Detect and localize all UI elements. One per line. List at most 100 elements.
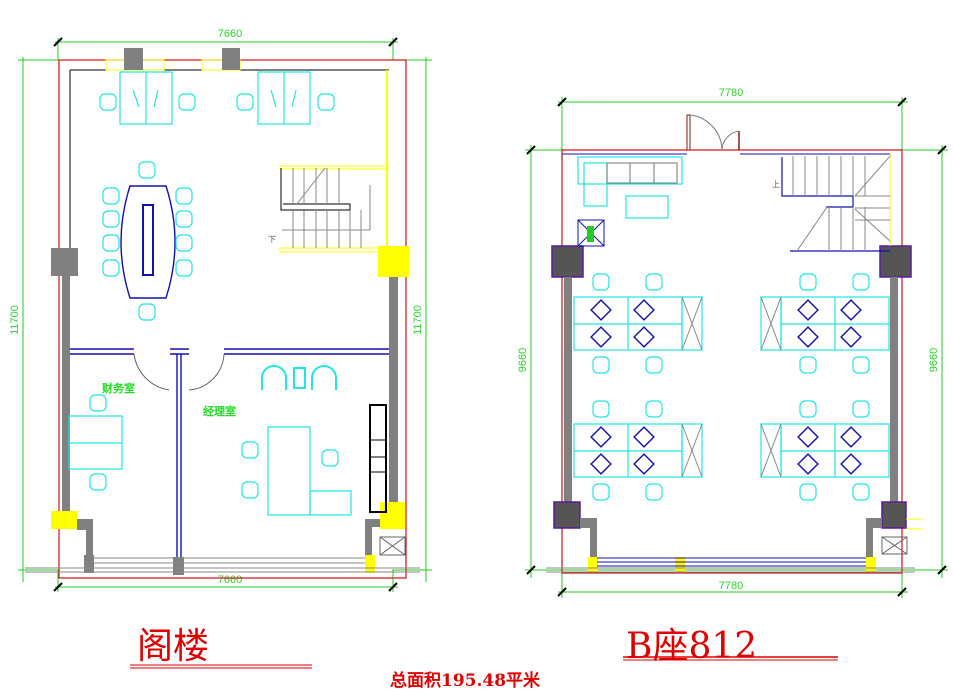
chair-icon: [102, 259, 120, 277]
office-chair-icon: [633, 453, 655, 475]
chair-icon: [138, 303, 156, 321]
office-chair-icon: [797, 453, 819, 475]
water-dispenser: [577, 219, 605, 247]
attic-outline: [58, 59, 407, 579]
chair-icon: [852, 400, 870, 418]
chair-icon: [592, 273, 610, 291]
attic-plan: 7660 7660 11700 11700: [9, 28, 432, 592]
chair-icon: [799, 400, 817, 418]
chair-icon: [592, 356, 610, 374]
attic-title: 阁楼: [137, 626, 209, 667]
column: [222, 48, 240, 70]
column: [124, 48, 143, 70]
file-cabinet: [760, 296, 782, 351]
b812-workstations: [573, 273, 890, 501]
total-area: 总面积195.48平米: [390, 670, 541, 691]
chair-icon: [241, 441, 259, 459]
workstation-cluster: [760, 400, 890, 501]
chair-icon: [102, 187, 120, 205]
column: [51, 511, 77, 529]
stair-label-up: 上: [772, 180, 780, 189]
office-chair-icon: [590, 426, 612, 448]
chair-icon: [799, 356, 817, 374]
chair-icon: [175, 210, 193, 228]
b812-dim-top: 7780: [719, 87, 743, 99]
office-chair-icon: [797, 299, 819, 321]
chair-icon: [645, 400, 663, 418]
b812-plan: 7780 7780 9660 9660: [517, 87, 948, 598]
wall-right: [890, 277, 898, 502]
chair-icon: [321, 449, 339, 467]
stair-label-down: 下: [268, 235, 276, 244]
chair-icon: [138, 161, 156, 179]
b812-outline: [561, 149, 903, 574]
chair-icon: [99, 93, 117, 111]
office-chair-icon: [840, 453, 862, 475]
column: [881, 501, 907, 529]
b812-dim-right: 9660: [928, 348, 940, 372]
chair-icon: [89, 473, 107, 491]
chair-icon: [89, 394, 107, 412]
wall-left: [62, 276, 70, 516]
room-label-finance: 财务室: [101, 381, 135, 395]
chair-icon: [178, 93, 196, 111]
office-chair-icon: [797, 326, 819, 348]
chair-icon: [175, 187, 193, 205]
column: [551, 245, 584, 278]
b812-dim-left: 9660: [517, 348, 529, 372]
office-chair-icon: [797, 426, 819, 448]
chair-icon: [799, 273, 817, 291]
column: [380, 502, 405, 529]
chair-icon: [317, 93, 335, 111]
office-chair-icon: [590, 453, 612, 475]
b812-lounge: [577, 156, 683, 247]
column: [51, 248, 78, 276]
chair-icon: [852, 273, 870, 291]
workstation-cluster: [760, 273, 890, 374]
chair-icon: [645, 273, 663, 291]
wall-right: [389, 277, 398, 502]
file-cabinet: [760, 423, 782, 478]
office-chair-icon: [840, 299, 862, 321]
chair-icon: [645, 356, 663, 374]
file-cabinet: [681, 296, 703, 351]
room-label-manager: 经理室: [203, 404, 236, 418]
office-chair-icon: [633, 326, 655, 348]
file-cabinet: [681, 423, 703, 478]
attic-dim-right: 11700: [412, 305, 424, 335]
sofa: [583, 162, 608, 207]
chair-icon: [102, 234, 120, 252]
office-chair-icon: [840, 326, 862, 348]
conference-table: [120, 185, 176, 299]
chair-icon: [102, 210, 120, 228]
chair-icon: [236, 93, 254, 111]
chair-icon: [241, 481, 259, 499]
coffee-table: [625, 195, 669, 219]
attic-dim-left: 11700: [9, 305, 21, 335]
chair-icon: [175, 259, 193, 277]
chair-icon: [645, 483, 663, 501]
column: [378, 246, 409, 277]
office-chair-icon: [590, 299, 612, 321]
attic-furniture: [68, 71, 387, 516]
attic-staircase: 下: [268, 165, 389, 253]
chair-icon: [175, 234, 193, 252]
workstation-cluster: [573, 400, 703, 501]
office-chair-icon: [633, 426, 655, 448]
office-chair-icon: [590, 326, 612, 348]
b812-title: B座812: [626, 626, 757, 667]
chair-icon: [592, 400, 610, 418]
b812-staircase: 上: [772, 154, 892, 252]
chair-icon: [799, 483, 817, 501]
chair-icon: [852, 356, 870, 374]
office-chair-icon: [840, 426, 862, 448]
attic-partitions: [70, 348, 389, 557]
entrance-door: [686, 114, 740, 151]
wall-left: [564, 277, 572, 502]
manager-desk: [267, 426, 311, 516]
column: [553, 501, 581, 529]
attic-dim-bottom: 7660: [218, 574, 242, 586]
chair-icon: [592, 483, 610, 501]
chair-icon: [852, 483, 870, 501]
attic-dim-top: 7660: [218, 28, 242, 40]
